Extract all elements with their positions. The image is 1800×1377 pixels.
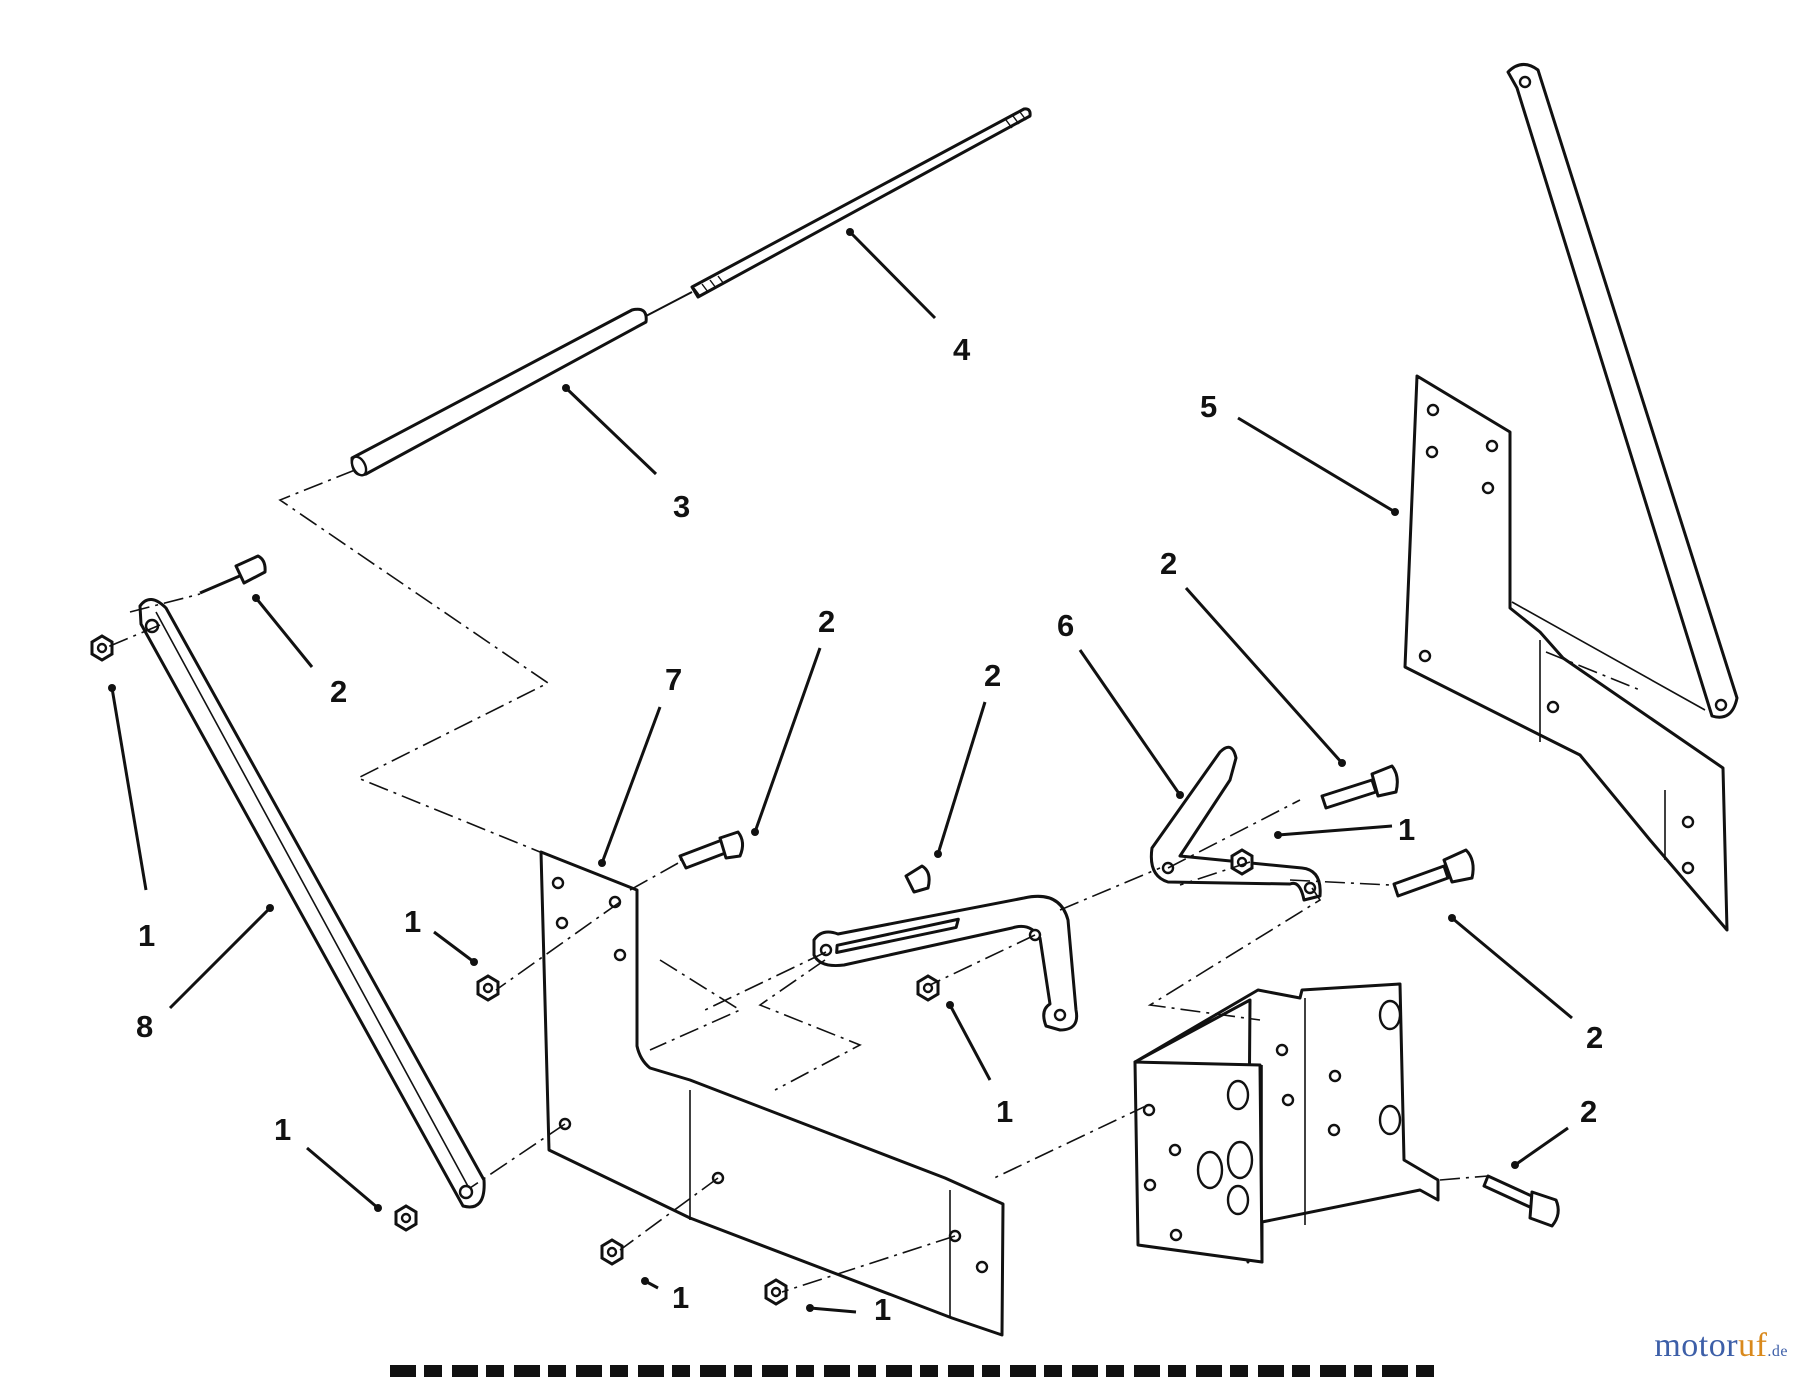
center-yoke-bracket <box>812 894 1079 1032</box>
nut-bottom-right <box>764 1278 788 1306</box>
callout-1-bottom-right: 1 <box>874 1292 891 1327</box>
callout-4: 4 <box>953 332 971 367</box>
cropped-caption-strip <box>390 1365 1440 1377</box>
callout-1-part6: 1 <box>1398 812 1415 847</box>
callout-2-lower-right: 2 <box>1580 1094 1597 1129</box>
watermark-part-1: motor <box>1654 1327 1739 1364</box>
callout-1-yoke-nut: 1 <box>996 1094 1013 1129</box>
right-lift-arm <box>1506 63 1739 719</box>
callout-7: 7 <box>665 662 682 697</box>
callout-1-bottom-center: 1 <box>672 1280 689 1315</box>
leader-lines <box>108 228 1573 1314</box>
rod-thread-left <box>693 275 725 297</box>
watermark-part-2: uf <box>1738 1327 1768 1364</box>
callout-1-bracket-left: 1 <box>404 904 421 939</box>
callout-2-right-middle: 2 <box>1586 1020 1603 1055</box>
watermark-part-3: .de <box>1767 1343 1788 1360</box>
callout-2-top-left: 2 <box>330 674 347 709</box>
callout-1-link-bottom: 1 <box>274 1112 291 1147</box>
assembly-lines <box>104 469 1641 1293</box>
motoruf-watermark[interactable]: motoruf.de <box>1654 1327 1788 1365</box>
nut-link-bottom <box>394 1204 418 1232</box>
nut-yoke <box>916 974 940 1002</box>
callout-labels: 4 3 5 2 1 8 7 2 2 6 2 1 1 1 2 2 1 1 1 <box>136 332 1603 1327</box>
bolt-right-middle <box>1392 848 1475 898</box>
part-3-tube <box>350 291 693 477</box>
part-6-yoke-bracket <box>1149 745 1322 902</box>
bolt-top-left <box>199 554 267 595</box>
part-4-threaded-rod <box>690 107 1032 299</box>
part-8-link-bar <box>138 598 486 1209</box>
callout-2-right-upper: 2 <box>1160 546 1177 581</box>
nut-top-left <box>90 634 114 662</box>
bolt-bracket-upper <box>678 830 745 870</box>
bolt-right-upper <box>1320 764 1399 810</box>
callout-6: 6 <box>1057 608 1074 643</box>
callout-2-center-upper: 2 <box>818 604 835 639</box>
nut-bottom-center <box>600 1238 624 1266</box>
callout-8: 8 <box>136 1009 153 1044</box>
bolt-lower-right <box>1482 1174 1560 1228</box>
nut-bracket-left <box>476 974 500 1002</box>
callout-2-yoke: 2 <box>984 658 1001 693</box>
part-5-bracket-plate <box>1403 374 1729 932</box>
lower-right-mount-bracket <box>1133 982 1440 1264</box>
rod-thread-right <box>1005 111 1027 129</box>
callout-5: 5 <box>1200 389 1217 424</box>
callout-1-left: 1 <box>138 918 155 953</box>
bolt-yoke <box>835 864 960 955</box>
callout-3: 3 <box>673 489 690 524</box>
